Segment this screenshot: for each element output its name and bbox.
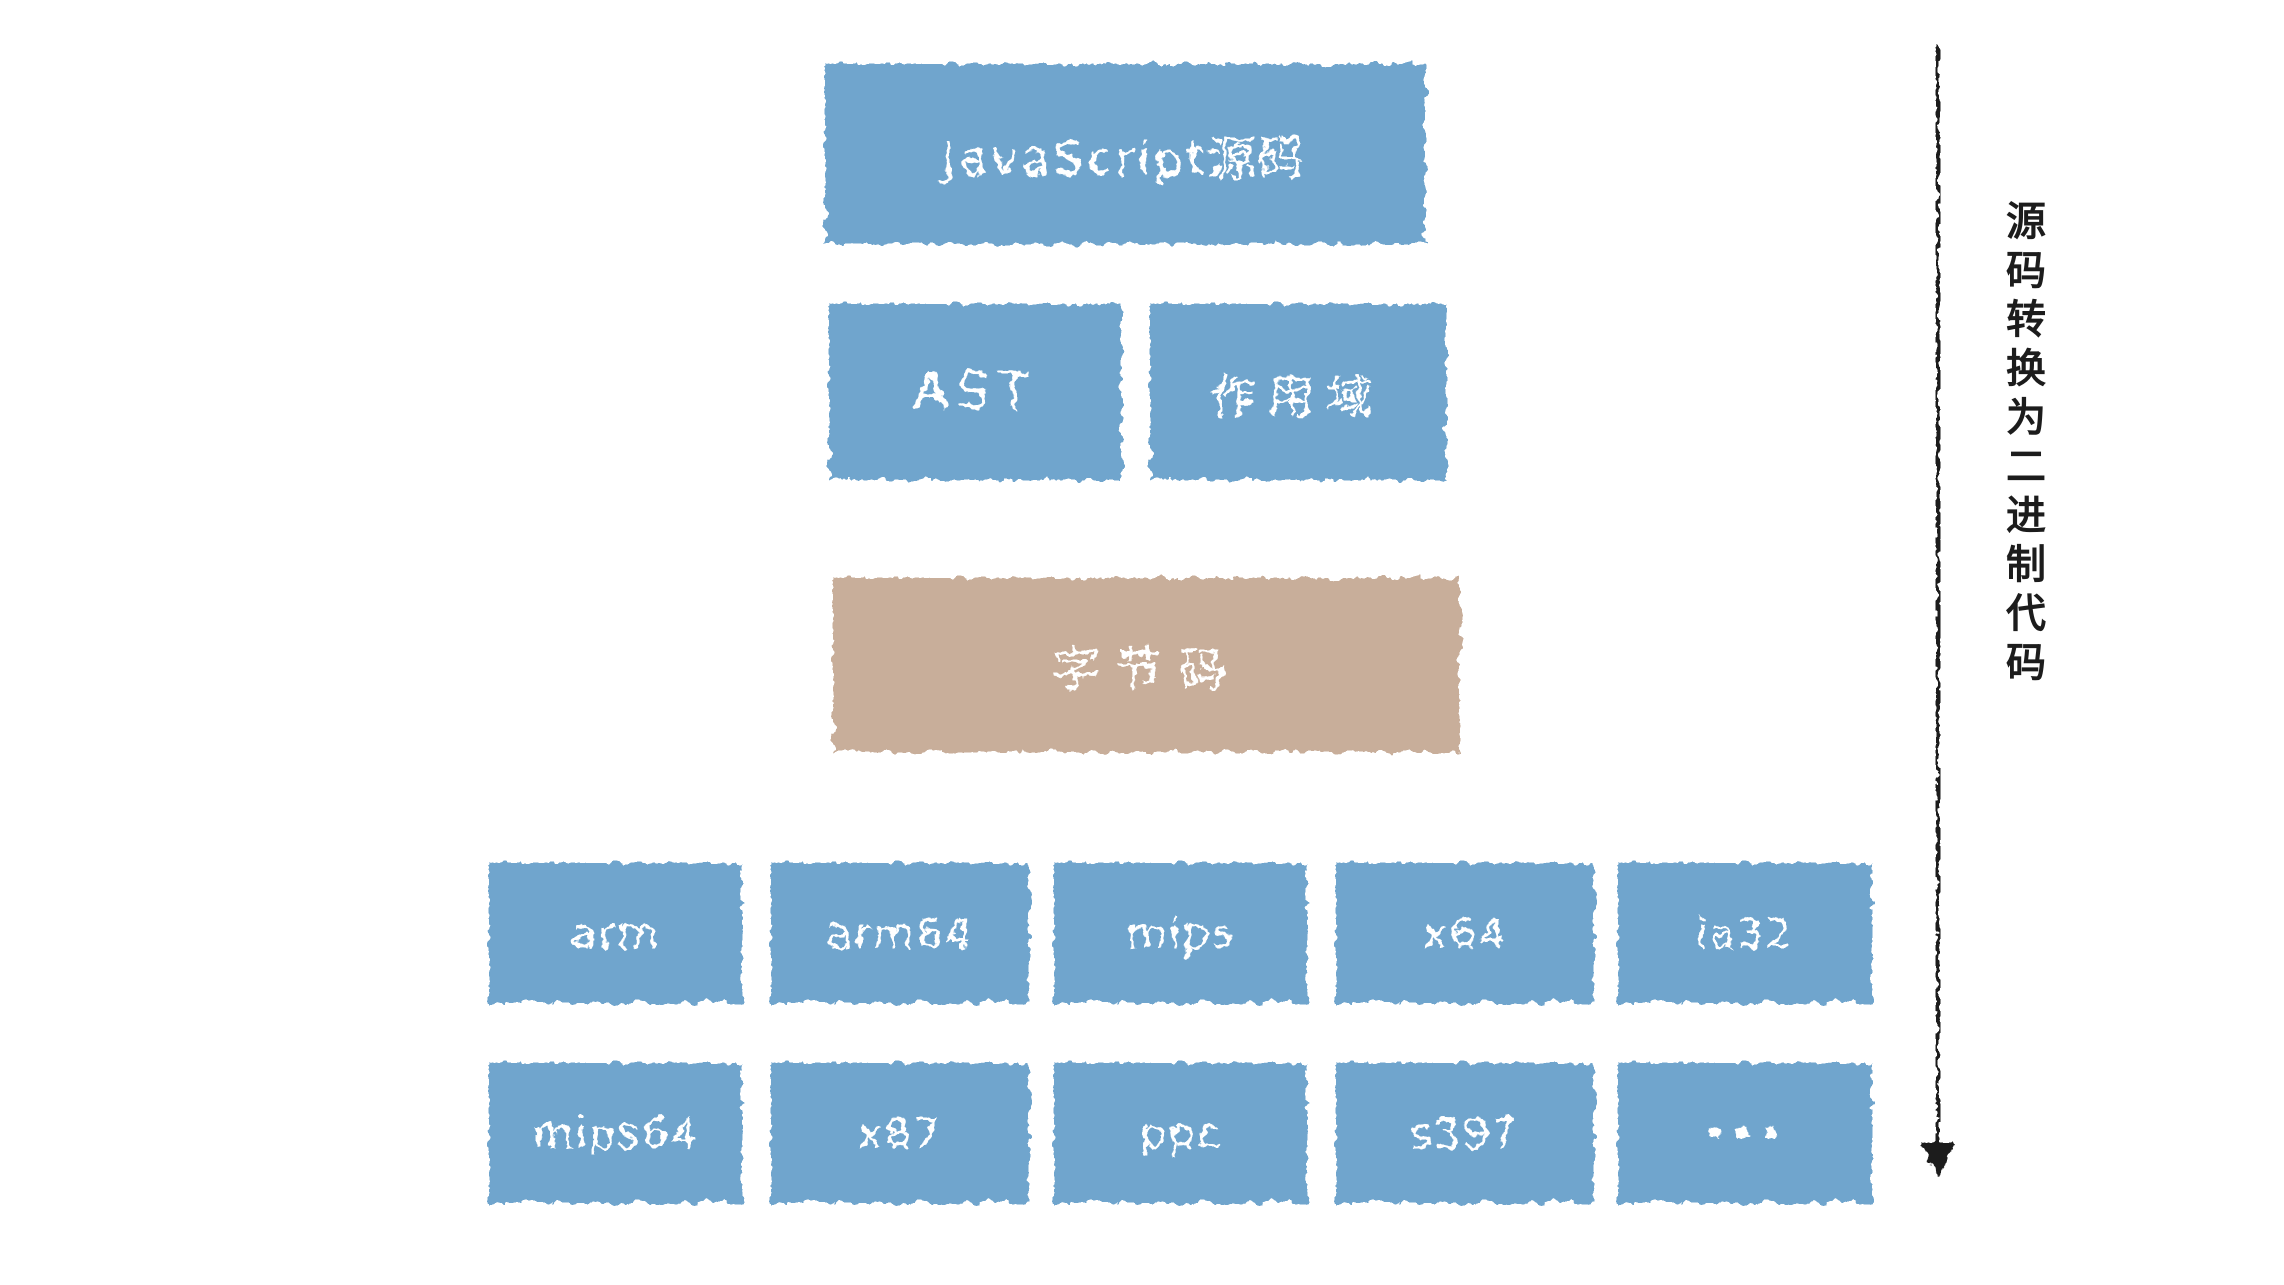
box-bytecode-label: 字节码 [1052, 642, 1241, 698]
box-arch-mips: mips [1054, 863, 1307, 1003]
side-annotation: 源码转换为二进制代码 [1999, 200, 2045, 690]
box-arch-x64: x64 [1336, 863, 1594, 1003]
box-arch-mips64: mips64 [489, 1063, 742, 1203]
box-arch-arm-label: arm [570, 908, 661, 958]
box-scope-label: 作用域 [1210, 369, 1385, 423]
box-javascript-source-label: JavaScript源码 [942, 131, 1308, 187]
box-arch-ia32: ia32 [1618, 863, 1872, 1003]
box-javascript-source: JavaScript源码 [825, 64, 1425, 244]
box-scope: 作用域 [1150, 304, 1446, 480]
box-arch-mips64-label: mips64 [532, 1108, 699, 1158]
box-arch-s397: s397 [1336, 1063, 1594, 1203]
box-arch-arm64: arm64 [771, 863, 1029, 1003]
down-arrow-head-icon [1921, 1143, 1955, 1177]
box-arch-ia32-label: ia32 [1695, 908, 1795, 958]
box-arch-x64-label: x64 [1422, 908, 1508, 958]
box-arch-ppc: ppc [1054, 1063, 1307, 1203]
box-arch-arm: arm [489, 863, 742, 1003]
ellipsis-icon: ··· [1704, 1100, 1786, 1166]
box-bytecode: 字节码 [833, 578, 1460, 752]
box-arch-arm64-label: arm64 [826, 908, 974, 958]
box-ast: AST [829, 304, 1121, 480]
box-arch-s397-label: s397 [1409, 1108, 1521, 1158]
box-arch-ellipsis: ··· [1618, 1063, 1872, 1203]
box-arch-ppc-label: ppc [1139, 1108, 1222, 1158]
box-arch-x87: x87 [771, 1063, 1029, 1203]
down-arrow-line [1936, 45, 1940, 1143]
box-arch-x87-label: x87 [857, 1108, 943, 1158]
box-arch-mips-label: mips [1125, 908, 1236, 958]
box-ast-label: AST [912, 362, 1038, 422]
